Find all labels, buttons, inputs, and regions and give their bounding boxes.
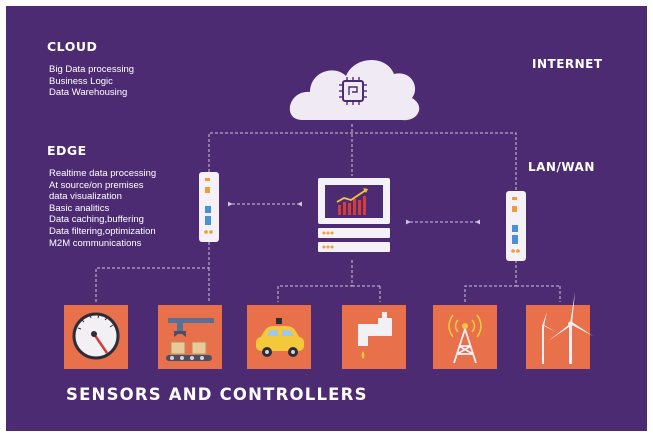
internet-label: INTERNET: [532, 57, 603, 71]
water-tap-icon: [342, 305, 406, 369]
cloud-link-line: [208, 132, 517, 192]
server-monitor-icon: [318, 178, 390, 252]
network-diagram: [64, 59, 593, 369]
cloud-line: Big Data processing: [49, 64, 135, 75]
cloud-title: CLOUD: [47, 39, 98, 54]
sensors-title: SENSORS AND CONTROLLERS: [66, 385, 368, 404]
cloud-line: Business Logic: [49, 75, 113, 87]
edge-line: Data filtering,optimization: [49, 225, 156, 237]
edge-description: Realtime data processing At source/on pr…: [49, 168, 156, 249]
edge-left-line: [95, 242, 210, 302]
connection-lines: [95, 124, 561, 302]
edge-line: Realtime data processing: [49, 168, 157, 179]
edge-right-line: [464, 260, 517, 302]
edge-line: Data caching,buffering: [49, 214, 144, 226]
edge-device-icon: [199, 172, 219, 242]
edge-title: EDGE: [47, 143, 87, 158]
radio-tower-icon: [433, 305, 497, 369]
edge-line: Basic analitics: [49, 202, 110, 214]
cloud-description: Big Data processing Business Logic Data …: [49, 64, 134, 99]
factory-conveyor-icon: [158, 305, 222, 369]
edge-line: At source/on premises: [49, 179, 144, 191]
lanwan-label: LAN/WAN: [528, 160, 595, 174]
edge-device-icon: [506, 191, 526, 261]
cloud-chip-icon: [289, 59, 420, 121]
gauge-icon: [64, 305, 128, 369]
edge-line: M2M communications: [49, 237, 142, 249]
diagram-frame: CLOUD Big Data processing Business Logic…: [6, 6, 647, 431]
wind-turbine-icon: [526, 292, 593, 369]
edge-line: data visualization: [49, 191, 122, 203]
cloud-line: Data Warehousing: [49, 87, 128, 99]
car-icon: [247, 305, 311, 369]
server-down-line: [277, 260, 353, 302]
